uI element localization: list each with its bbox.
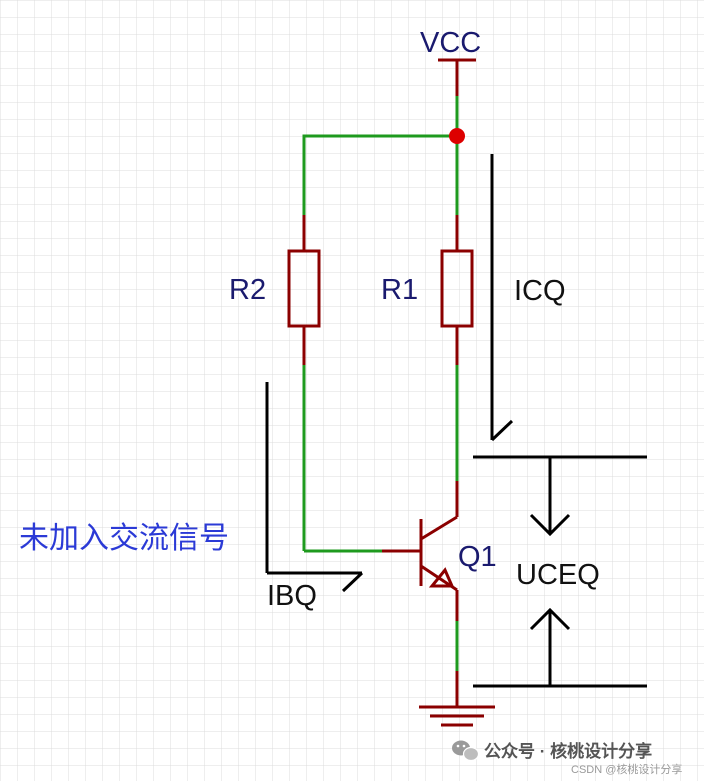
icq-current-arrow xyxy=(490,154,514,442)
resistor-r2 xyxy=(287,215,321,365)
wires xyxy=(302,96,459,671)
uceq-label: UCEQ xyxy=(516,559,600,591)
no-ac-signal-note: 未加入交流信号 xyxy=(19,522,229,555)
junction-dot xyxy=(449,128,465,144)
wechat-icon xyxy=(452,740,480,762)
q1-label: Q1 xyxy=(458,541,497,573)
r1-label: R1 xyxy=(381,274,418,306)
vcc-supply-symbol xyxy=(438,58,476,96)
icq-label: ICQ xyxy=(514,275,566,307)
resistor-r1 xyxy=(440,215,474,365)
transistor-q1 xyxy=(382,481,459,621)
ibq-current-arrow xyxy=(265,382,364,593)
watermark-main-text: 公众号 · 核桃设计分享 xyxy=(484,741,652,761)
ground-symbol xyxy=(419,671,495,727)
watermark-sub-text: CSDN @核桃设计分享 xyxy=(571,762,682,776)
watermark: 公众号 · 核桃设计分享 CSDN @核桃设计分享 xyxy=(452,740,682,776)
uceq-voltage-marker xyxy=(473,455,647,688)
ibq-label: IBQ xyxy=(267,580,317,612)
r2-label: R2 xyxy=(229,274,266,306)
vcc-label: VCC xyxy=(420,27,481,59)
